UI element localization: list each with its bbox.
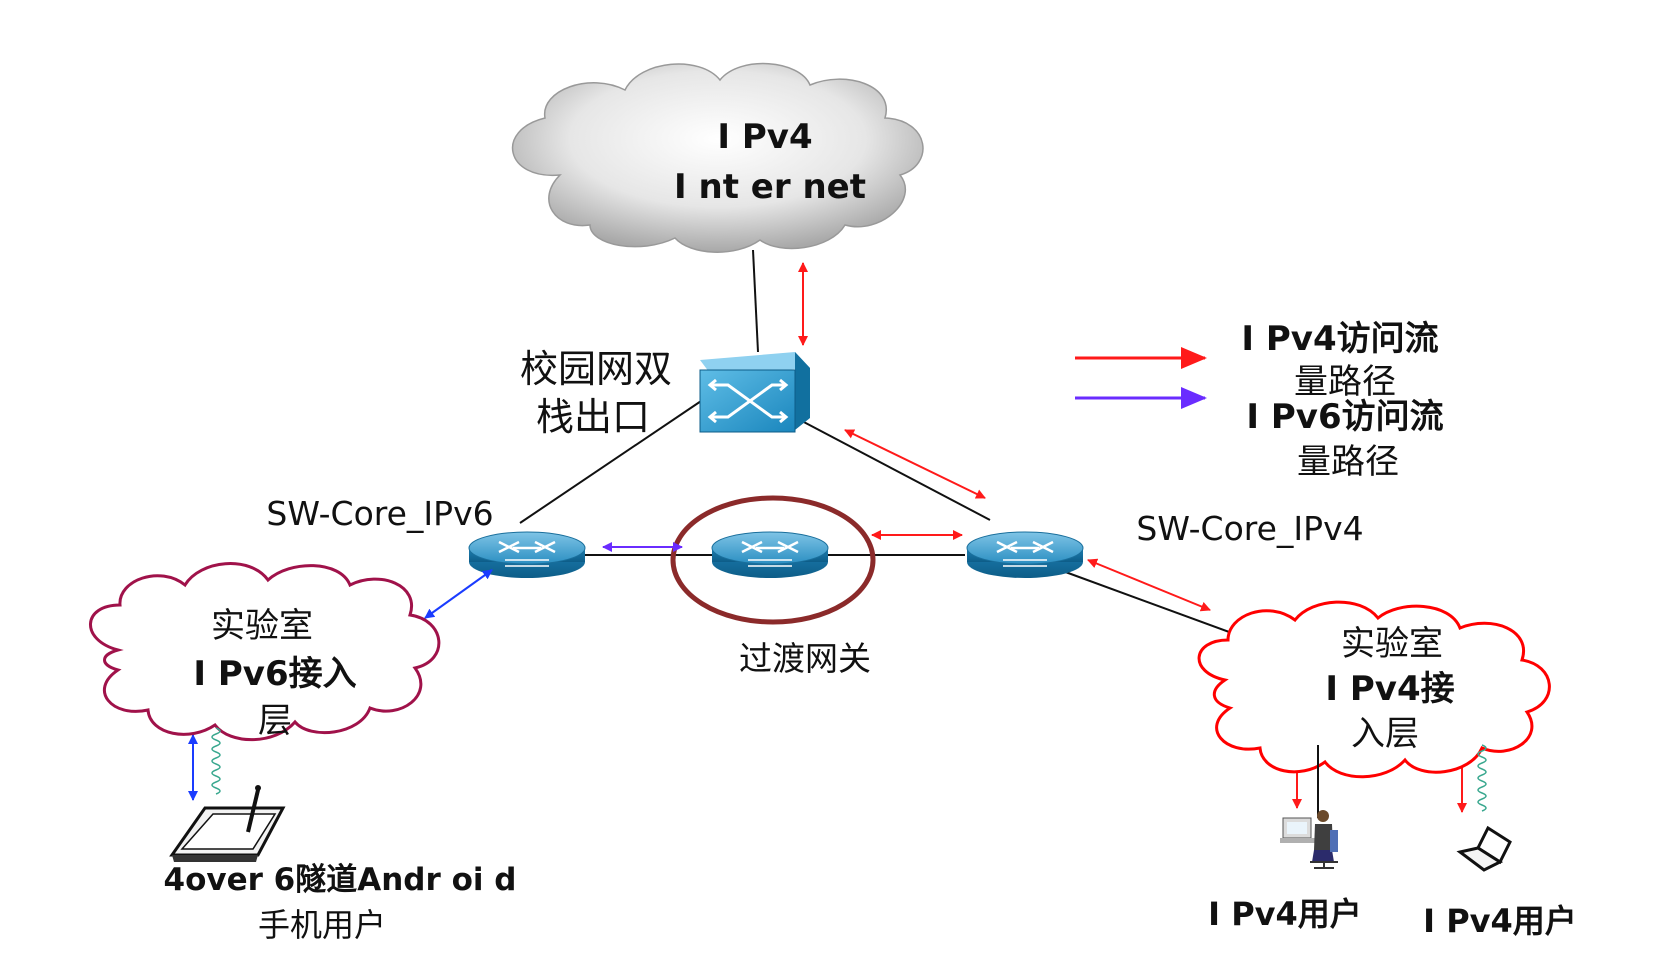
lab-ipv6-cloud: 实验室 I Pv6接入 层 xyxy=(89,562,441,742)
lab-v4-line3: 入层 xyxy=(1351,714,1419,754)
core-switch xyxy=(699,352,810,433)
laptop-icon xyxy=(1456,825,1512,872)
legend-ipv6-line2: 量路径 xyxy=(1297,442,1399,482)
wireless-link-icon xyxy=(211,727,1487,812)
arrow-core-v4 xyxy=(844,429,986,499)
user2-label: I Pv4用户 xyxy=(1423,902,1577,940)
switch-arrows-icon xyxy=(707,378,789,424)
user1-label: I Pv4用户 xyxy=(1208,895,1362,933)
internet-label-line2: I nt er net xyxy=(674,167,866,207)
lab-v4-line1: 实验室 xyxy=(1341,624,1443,664)
core-switch-label-line2: 栈出口 xyxy=(536,395,650,439)
desktop-user-icon xyxy=(1280,810,1338,869)
router-gateway xyxy=(710,530,830,580)
legend: I Pv4访问流 量路径 I Pv6访问流 量路径 xyxy=(1075,319,1444,482)
legend-ipv4-line1: I Pv4访问流 xyxy=(1241,319,1438,359)
legend-ipv4-line2: 量路径 xyxy=(1294,362,1396,402)
arrow-v4-lab xyxy=(1087,558,1211,612)
lab-ipv4-cloud: 实验室 I Pv4接 入层 xyxy=(1197,600,1551,779)
legend-ipv6-line1: I Pv6访问流 xyxy=(1246,397,1443,437)
arrow-v6-lab xyxy=(424,569,493,619)
link-core-v6 xyxy=(519,394,711,524)
router-sw-core-ipv4 xyxy=(965,530,1085,580)
android-label-line1: 4over 6隧道Andr oi d xyxy=(164,862,517,898)
gateway-ring xyxy=(670,495,876,625)
lab-v6-line2: I Pv6接入 xyxy=(193,654,356,694)
lab-v6-line1: 实验室 xyxy=(211,606,313,646)
internet-label-line1: I Pv4 xyxy=(717,117,812,157)
internet-cloud: I Pv4 I nt er net xyxy=(511,62,924,253)
lab-v4-line2: I Pv4接 xyxy=(1325,669,1454,709)
link-v4-lab xyxy=(1059,569,1241,637)
tablet-icon xyxy=(169,785,286,862)
router-sw-core-ipv6 xyxy=(467,530,587,580)
sw-v4-label: SW-Core_IPv4 xyxy=(1136,509,1363,548)
link-internet-core xyxy=(752,249,759,353)
android-label-line2: 手机用户 xyxy=(258,906,386,944)
sw-v6-label: SW-Core_IPv6 xyxy=(266,494,493,533)
link-core-v4 xyxy=(799,419,991,521)
ipv6-traffic-arrows xyxy=(188,542,683,801)
core-switch-label-line1: 校园网双 xyxy=(520,347,672,391)
gateway-label: 过渡网关 xyxy=(739,639,871,678)
lab-v6-line3: 层 xyxy=(258,701,292,741)
